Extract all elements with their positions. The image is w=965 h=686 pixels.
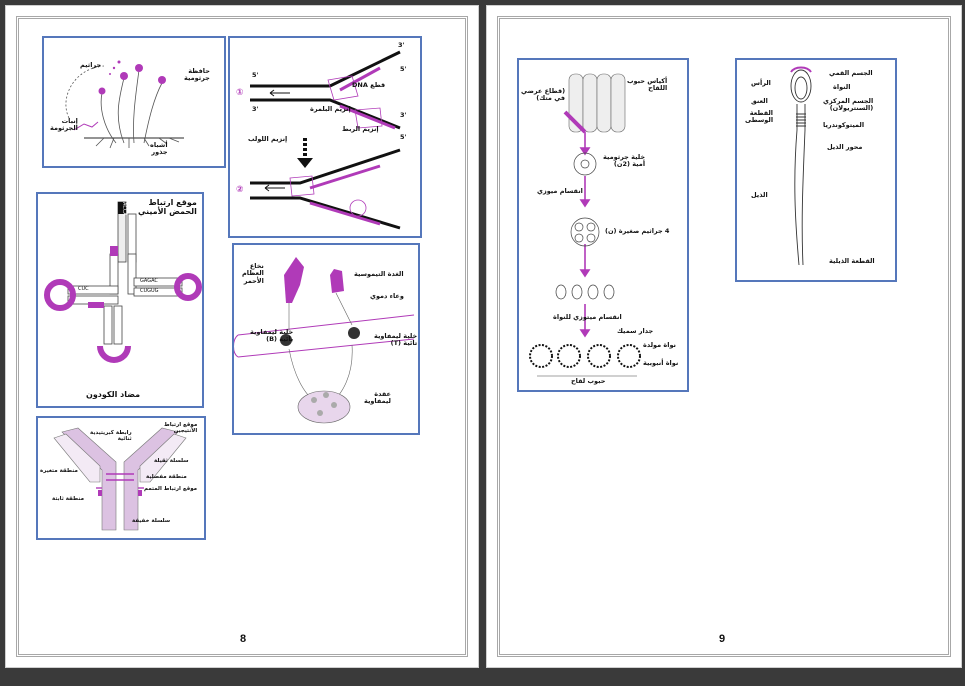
prime-label: 5' [400, 133, 407, 141]
fungus-drawing [65, 60, 184, 149]
page-frame [497, 16, 951, 657]
label-tube-nucleus: نواة أنبوبية [643, 359, 679, 367]
label-b-cell: خلية ليمفاوية بائية (B) [250, 328, 294, 344]
figure-pollen-formation: أكياس حبوب اللقاح (قطاع عرضي في متك) خلي… [517, 58, 689, 392]
label-mitochondria: الميتوكوندريا [823, 121, 865, 129]
prime-label: 5' [252, 71, 259, 79]
label-head: الرأس [751, 79, 771, 87]
label-meiosis: انقسام ميوزي [537, 187, 583, 195]
label-pollen-grains: حبوب لقاح [571, 377, 606, 385]
label-neck: العنق [751, 97, 768, 105]
figure-dna-replication: 3' 5' 5' 3' 3' 5' ① ② قطع DNA إنزيم البل… [228, 36, 422, 238]
label-midpiece: القطعة الوسطى [745, 109, 774, 125]
label-tail-axis: محور الذيل [827, 143, 863, 151]
label-cross-section: (قطاع عرضي في متك) [521, 87, 566, 103]
label-tail: الذيل [751, 191, 768, 199]
label-vessel: وعاء دموي [370, 292, 404, 300]
label-dna-piece: قطع DNA [352, 81, 386, 89]
step-1-marker: ① [236, 88, 244, 98]
label-constant-region: منطقة ثابتة [52, 496, 84, 502]
label-nucleus: النواة [833, 83, 851, 91]
prime-label: 3' [400, 111, 407, 119]
pollen-drawing [529, 73, 641, 377]
label-thick-wall: جدار سميك [617, 327, 654, 335]
label-mother-cell: خلية جرثومية أمية (2ن) [603, 153, 646, 169]
figure-antibody: رابطة كبريتيدية ثنائية موقع ارتباط الأنت… [36, 416, 206, 540]
label-t-cell: خلية ليمفاوية تائية (T) [374, 332, 418, 348]
label-germination: إنبات الجرثومة [50, 117, 78, 133]
label-light-chain: سلسلة خفيفة [132, 518, 171, 524]
label-lymph-node: عقدة ليمفاوية [364, 390, 391, 406]
figure-fungus-life-cycle: حافظة جرثومية جراثيم إنبات الجرثومة أشبا… [42, 36, 226, 168]
label-pollen-sacs: أكياس حبوب اللقاح [627, 77, 668, 93]
prime-label: 3' [398, 41, 405, 49]
label-complement-site: موقع ارتباط المتمم [144, 486, 198, 492]
label-acrosome: الجسم القمي [829, 69, 873, 77]
label-primase: إنزيم البلمرة [310, 105, 351, 113]
figure-trna: موقع ارتباط الحمض الأميني مضاد الكودون A… [36, 192, 204, 408]
figure-sperm-structure: الجسم القمي الرأس النواة العنق الجسم الم… [735, 58, 897, 282]
immune-drawing [234, 257, 415, 424]
label-amino-site: موقع ارتباط الحمض الأميني [138, 198, 197, 217]
page-number: 9 [719, 633, 726, 645]
trna-right-arm: GAGAC [140, 278, 158, 284]
label-antigen-site: موقع ارتباط الأنتيجين [164, 422, 198, 435]
sperm-drawing [790, 66, 812, 266]
label-generative-nucleus: نواة مولدة [643, 341, 676, 349]
page-number: 8 [240, 633, 247, 645]
label-bone-marrow: نخاع العظام الأحمر [242, 262, 264, 285]
antibody-drawing [53, 427, 187, 531]
label-helicase: إنزيم اللولب [248, 135, 288, 143]
prime-label: 3' [252, 105, 259, 113]
trna-drawing [44, 201, 202, 363]
label-sporangium: حافظة جرثومية [184, 67, 210, 83]
label-heavy-chain: سلسلة ثقيلة [154, 458, 189, 464]
page-frame [16, 16, 468, 657]
trna-right-arm-lower: CUGUG [140, 288, 159, 294]
label-anticodon: مضاد الكودون [86, 390, 141, 399]
label-disulfide: رابطة كبريتيدية ثنائية [90, 430, 132, 443]
dna-drawing [250, 50, 401, 230]
left-page: حافظة جرثومية جراثيم إنبات الجرثومة أشبا… [5, 5, 479, 668]
trna-left-arm: CUC [78, 286, 89, 292]
label-spore: جراثيم [80, 61, 102, 69]
label-thymus: الغدة التيموسية [354, 270, 404, 278]
step-2-marker: ② [236, 185, 244, 195]
label-rhizoid: أشباه جذور [150, 141, 168, 157]
label-end-piece: القطعة الذيلية [829, 257, 875, 265]
label-hinge-region: منطقة مفصلية [146, 474, 187, 480]
figure-lymphocyte-origin: نخاع العظام الأحمر الغدة التيموسية وعاء … [232, 243, 420, 435]
label-centriole: الجسم المركزي (السنتريولان) [823, 97, 874, 113]
label-ligase: إنزيم الربط [342, 125, 379, 133]
right-page: أكياس حبوب اللقاح (قطاع عرضي في متك) خلي… [486, 5, 962, 668]
label-mitosis: انقسام ميتوزي للنواة [553, 313, 622, 321]
prime-label: 5' [400, 65, 407, 73]
label-variable-region: منطقة متغيرة [40, 468, 78, 474]
trna-stem-letters: ACCA [120, 202, 127, 216]
label-four-spores: 4 جراثيم صغيرة (ن) [605, 227, 670, 235]
